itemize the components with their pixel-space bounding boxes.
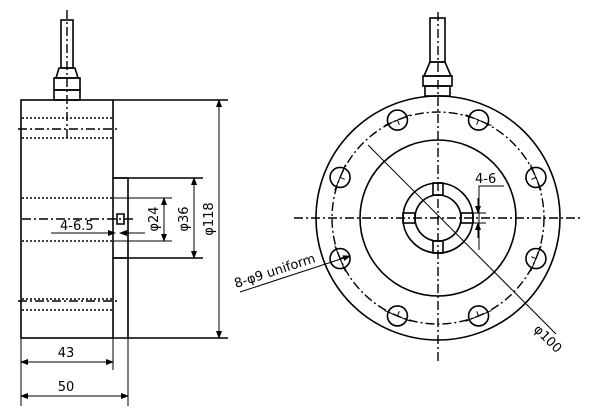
- slot-dim-label: 4-6: [475, 172, 496, 187]
- length-43-label: 43: [58, 346, 75, 361]
- length-50-label: 50: [58, 380, 75, 395]
- bolt-circle-label: φ100: [530, 322, 564, 356]
- bolt-hole: [467, 305, 490, 327]
- d36-label: φ36: [177, 206, 192, 231]
- bolt-hole-centerline: [384, 310, 411, 322]
- hole-dim-label: 4-6.5: [60, 219, 94, 234]
- bolt-hole-centerline: [334, 164, 346, 191]
- bolt-hole: [525, 247, 547, 270]
- bolt-hole-centerline: [530, 164, 542, 191]
- d24-label: φ24: [147, 206, 162, 231]
- cable-connector: [53, 10, 81, 140]
- bolt-hole-centerline: [465, 310, 492, 322]
- bolt-holes: [329, 109, 547, 327]
- bolt-hole: [329, 166, 351, 189]
- bolt-holes-label: 8-φ9 uniform: [233, 251, 318, 291]
- d36-extension: [113, 177, 203, 259]
- bolt-hole: [386, 305, 409, 327]
- bolt-circle-dim-line: [367, 144, 557, 335]
- front-view: φ100 4-6 8-φ9 uniform: [233, 12, 582, 362]
- bolt-hole-centerline: [384, 114, 411, 126]
- bolt-hole-centerline: [465, 114, 492, 126]
- bolt-hole: [525, 166, 547, 189]
- bolt-hole-centerline: [530, 245, 542, 272]
- bolt-hole: [386, 109, 409, 131]
- side-view: 4-6.5 φ24 φ36 φ118 43 50: [18, 10, 228, 406]
- hidden-lines: [18, 117, 172, 311]
- bolt-hole: [467, 109, 490, 131]
- d118-label: φ118: [202, 202, 217, 235]
